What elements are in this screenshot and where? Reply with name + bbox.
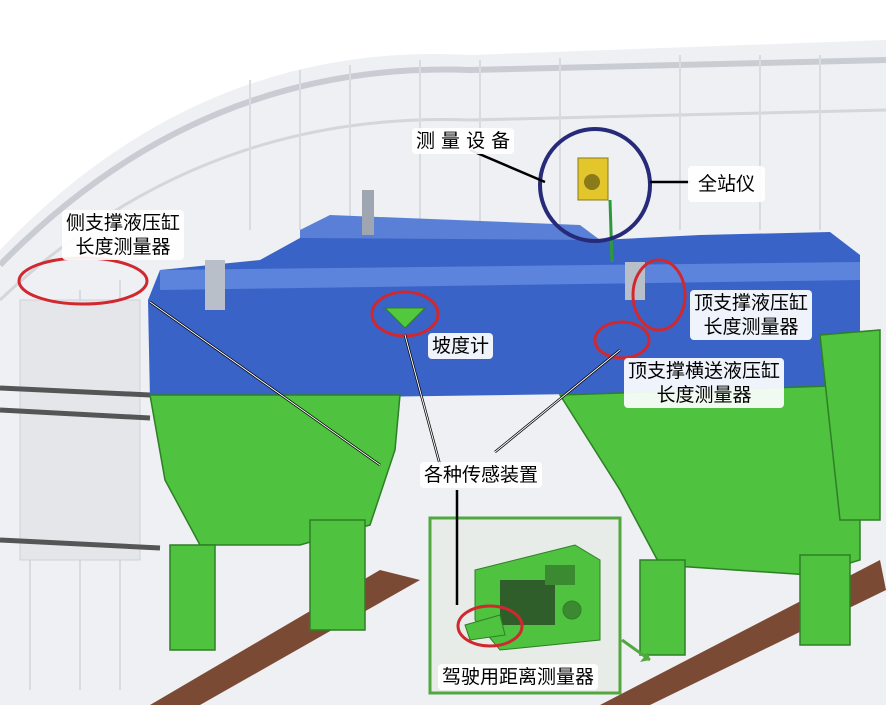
label-top-cylinder-line2: 长度测量器 bbox=[703, 316, 799, 338]
drive-sensor-highlight bbox=[456, 604, 524, 648]
leader-lines-white bbox=[149, 301, 621, 466]
side-support-rods bbox=[0, 385, 161, 551]
label-side-cylinder-line1: 侧支撑液压缸 bbox=[66, 212, 181, 234]
highlight-circles bbox=[17, 127, 687, 648]
label-top-cylinder-line1: 顶支撑液压缸 bbox=[694, 292, 809, 314]
label-top-cylinder: 顶支撑液压缸 长度测量器 bbox=[690, 290, 813, 340]
total-station-highlight bbox=[538, 127, 652, 243]
label-drive-distance: 驾驶用距离测量器 bbox=[438, 664, 599, 690]
inset-drive-sensor bbox=[428, 516, 622, 695]
label-inclinometer: 坡度计 bbox=[428, 333, 494, 359]
support-legs bbox=[149, 329, 881, 656]
inclinometer-icon bbox=[383, 307, 427, 329]
label-side-cylinder-line2: 长度测量器 bbox=[75, 236, 171, 258]
top-cylinder-highlight bbox=[631, 258, 687, 332]
label-transverse-cylinder: 顶支撑横送液压缸 长度测量器 bbox=[624, 358, 785, 408]
transverse-cylinder-highlight bbox=[593, 320, 651, 360]
label-side-cylinder: 侧支撑液压缸 长度测量器 bbox=[62, 210, 185, 260]
inset-arrowhead bbox=[640, 652, 650, 662]
total-station-instrument bbox=[577, 157, 614, 263]
label-measuring-equipment: 测 量 设 备 bbox=[412, 128, 515, 154]
label-transverse-cylinder-line1: 顶支撑横送液压缸 bbox=[628, 360, 781, 382]
label-transverse-cylinder-line2: 长度测量器 bbox=[656, 384, 752, 406]
label-sensors: 各种传感装置 bbox=[420, 462, 543, 488]
label-total-station: 全站仪 bbox=[688, 166, 766, 202]
